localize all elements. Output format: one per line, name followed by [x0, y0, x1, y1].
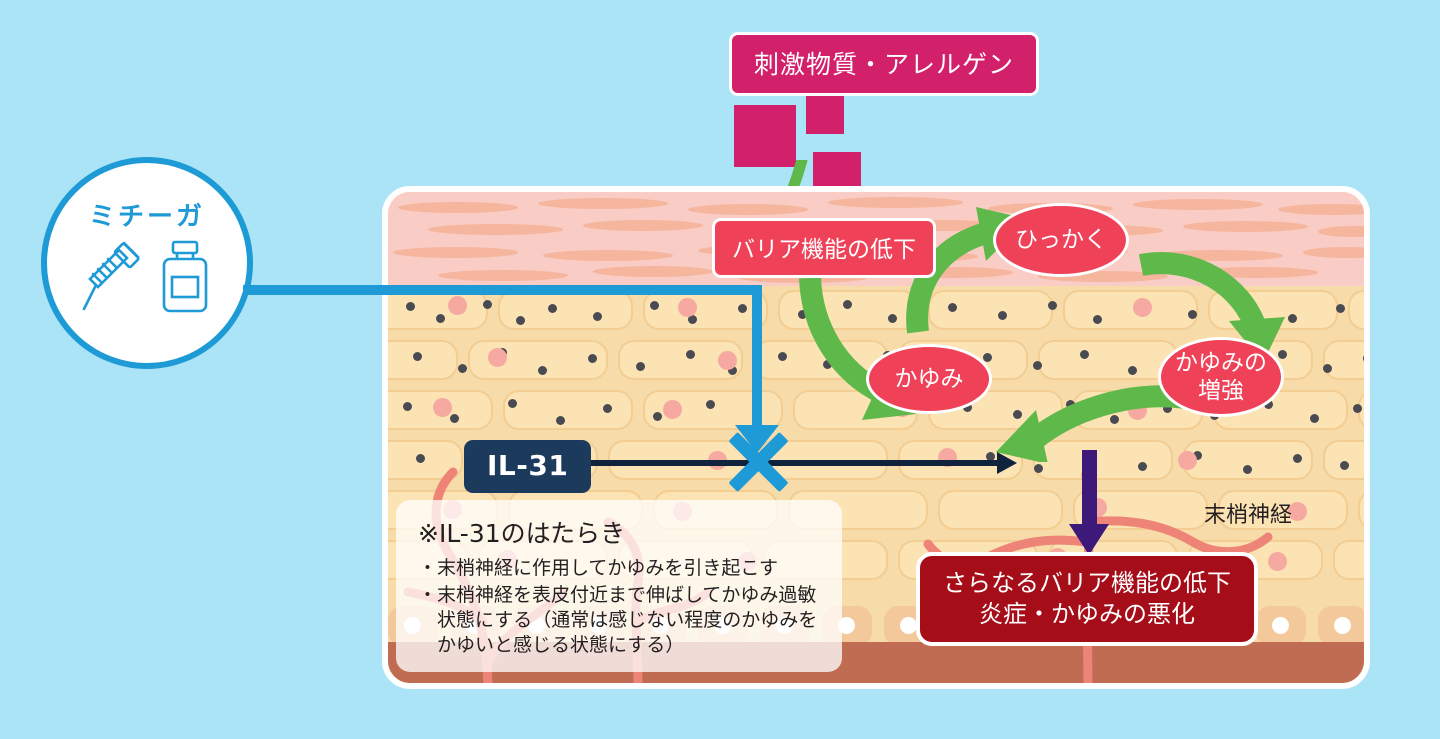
scratch-ellipse: ひっかく — [993, 203, 1129, 277]
mitchga-drug-badge[interactable]: ミチーガ — [41, 157, 253, 369]
il31-signal-line — [583, 460, 1005, 466]
itch-increase-line1: かゆみの — [1175, 349, 1267, 376]
outcome-line1: さらなるバリア機能の低下 — [943, 568, 1231, 597]
scratch-to-itch-increase-arrow — [1138, 252, 1285, 363]
mitchga-label: ミチーガ — [88, 202, 205, 232]
il31-info-heading: ※IL-31のはたらき — [418, 519, 626, 548]
list-item: ・末梢神経を表皮付近まで伸ばしてかゆみ過敏 — [418, 584, 817, 607]
outcome-line2: 炎症・かゆみの悪化 — [979, 600, 1195, 628]
barrier-decline-chip: バリア機能の低下 — [712, 218, 936, 278]
mitchga-icon-group — [80, 239, 214, 317]
vial-icon — [162, 240, 208, 313]
itch-increase-line2: 増強 — [1198, 378, 1244, 404]
il31-info-list: ・末梢神経に作用してかゆみを引き起こす ・末梢神経を表皮付近まで伸ばしてかゆみ過… — [418, 556, 824, 658]
il31-label: IL-31 — [464, 440, 592, 493]
itch-increase-ellipse: かゆみの 増強 — [1158, 337, 1284, 417]
itch-ellipse: かゆみ — [866, 344, 992, 414]
drug-connector-horizontal — [243, 285, 762, 295]
list-item: かゆいと感じる状態にする） — [418, 634, 685, 657]
syringe-icon — [82, 241, 140, 311]
block-x-icon — [726, 430, 790, 494]
peripheral-nerve-label: 末梢神経 — [1204, 503, 1293, 528]
worsening-arrow — [1069, 450, 1109, 555]
allergen-particle-small — [806, 96, 844, 134]
allergen-particle-large — [734, 105, 796, 167]
list-item: ・末梢神経に作用してかゆみを引き起こす — [418, 557, 779, 579]
list-item: 状態にする（通常は感じない程度のかゆみを — [418, 609, 818, 632]
drug-connector-vertical — [752, 285, 762, 435]
il31-info-panel: ※IL-31のはたらき ・末梢神経に作用してかゆみを引き起こす ・末梢神経を表皮… — [396, 500, 842, 672]
outcome-box: さらなるバリア機能の低下 炎症・かゆみの悪化 — [916, 552, 1258, 646]
il31-signal-arrowhead — [997, 452, 1017, 474]
irritant-allergen-chip: 刺激物質・アレルゲン — [729, 32, 1040, 96]
